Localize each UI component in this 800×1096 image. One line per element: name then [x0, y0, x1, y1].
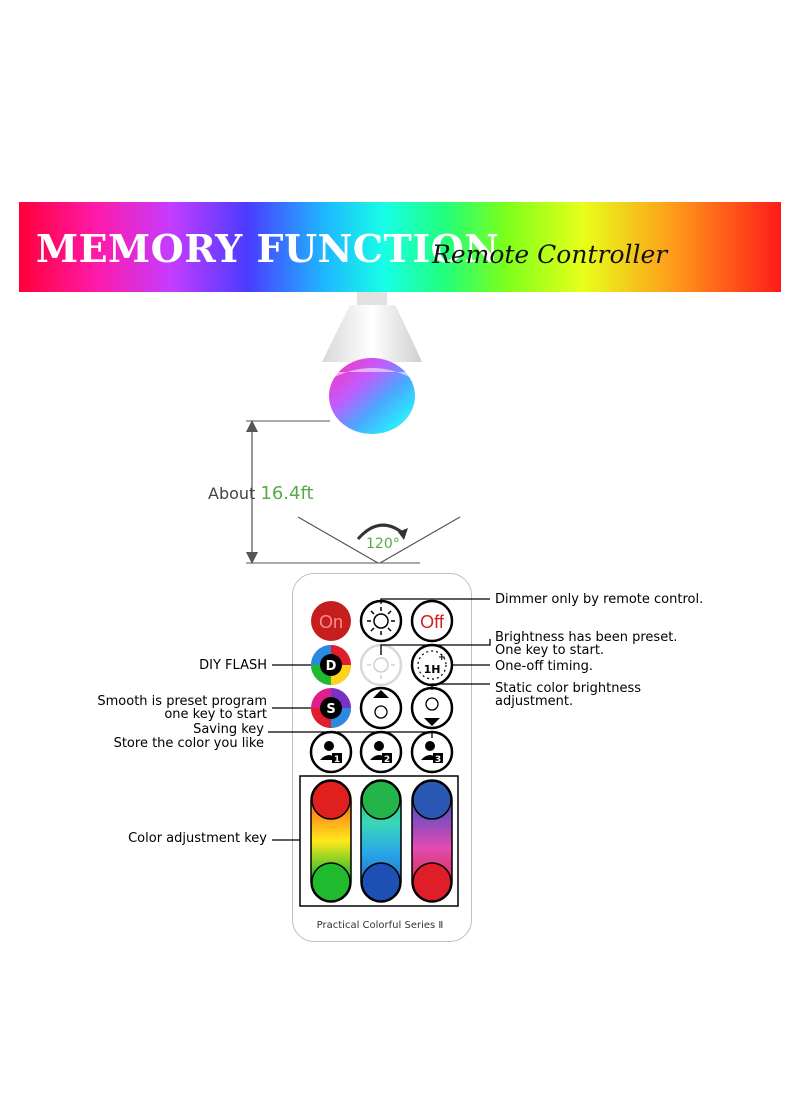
- clock-icon: [417, 650, 447, 680]
- static-brightness-down-button[interactable]: [359, 686, 403, 730]
- person-icon: [374, 741, 384, 751]
- annotation-dimmer: Dimmer only by remote control.: [495, 592, 704, 607]
- annotation-brightness-1: Brightness has been preset.: [495, 630, 678, 645]
- banner-title: MEMORY FUNCTION: [36, 226, 500, 271]
- bulb-cap: [357, 292, 387, 306]
- diy-letter: D: [326, 659, 337, 674]
- sun-icon: [425, 697, 439, 711]
- annotation-static-1: Static color brightness: [495, 681, 642, 696]
- smooth-button[interactable]: S: [311, 688, 351, 728]
- annotation-diy: DIY FLASH: [199, 658, 267, 673]
- off-label: Off: [420, 612, 445, 632]
- memory-slot-2-label: 2: [384, 755, 390, 765]
- smooth-letter: S: [326, 702, 335, 717]
- color-adjust-box: [299, 775, 459, 907]
- banner-subtitle: Remote Controller: [432, 240, 668, 269]
- memory-slot-1-label: 1: [334, 755, 340, 765]
- bulb-globe: [329, 358, 415, 434]
- annotation-lines: [268, 598, 491, 841]
- on-label: On: [319, 612, 343, 632]
- diy-flash-button[interactable]: D: [311, 645, 351, 685]
- triangle-down-icon: [424, 718, 440, 726]
- sun-icon: [373, 657, 389, 673]
- sun-icon: [374, 705, 388, 719]
- timer-label: 1H: [424, 663, 441, 676]
- brightness-preset-button[interactable]: [359, 643, 403, 687]
- green-adjust-strip[interactable]: [360, 779, 402, 903]
- annotation-smooth-1: Smooth is preset program: [97, 694, 267, 709]
- triangle-up-icon: [373, 690, 389, 698]
- timer-button[interactable]: + 1H: [410, 643, 454, 687]
- off-button[interactable]: Off: [410, 599, 454, 643]
- sun-icon: [373, 613, 389, 629]
- blue-adjust-strip[interactable]: [411, 779, 453, 903]
- annotation-timing: One-off timing.: [495, 659, 594, 674]
- annotation-smooth-2: one key to start: [164, 707, 267, 722]
- memory-slot-3-label: 3: [435, 755, 441, 765]
- annotation-saving-2: Store the color you like: [113, 736, 264, 751]
- annotation-static-2: adjustment.: [495, 694, 574, 709]
- annotation-color: Color adjustment key: [128, 831, 267, 846]
- remote-footer: Practical Colorful Series Ⅱ: [316, 920, 444, 931]
- timer-plus: +: [438, 653, 446, 663]
- person-icon: [425, 741, 435, 751]
- distance-prefix: About: [208, 484, 256, 503]
- memory-slot-2-button[interactable]: 2: [359, 730, 403, 774]
- annotation-brightness-2: One key to start.: [495, 643, 605, 658]
- static-brightness-up-button[interactable]: [410, 686, 454, 730]
- dimmer-button[interactable]: [359, 599, 403, 643]
- annotation-saving-1: Saving key: [193, 722, 264, 737]
- distance-label: About 16.4ft: [208, 483, 314, 504]
- person-icon: [324, 741, 334, 751]
- rainbow-banner: [19, 202, 781, 292]
- red-adjust-strip[interactable]: [310, 779, 352, 903]
- bulb-neck: [322, 305, 422, 362]
- on-button[interactable]: On: [311, 601, 351, 641]
- distance-value: 16.4ft: [260, 483, 314, 504]
- memory-slot-1-button[interactable]: 1: [309, 730, 353, 774]
- angle-label: 120°: [366, 536, 400, 552]
